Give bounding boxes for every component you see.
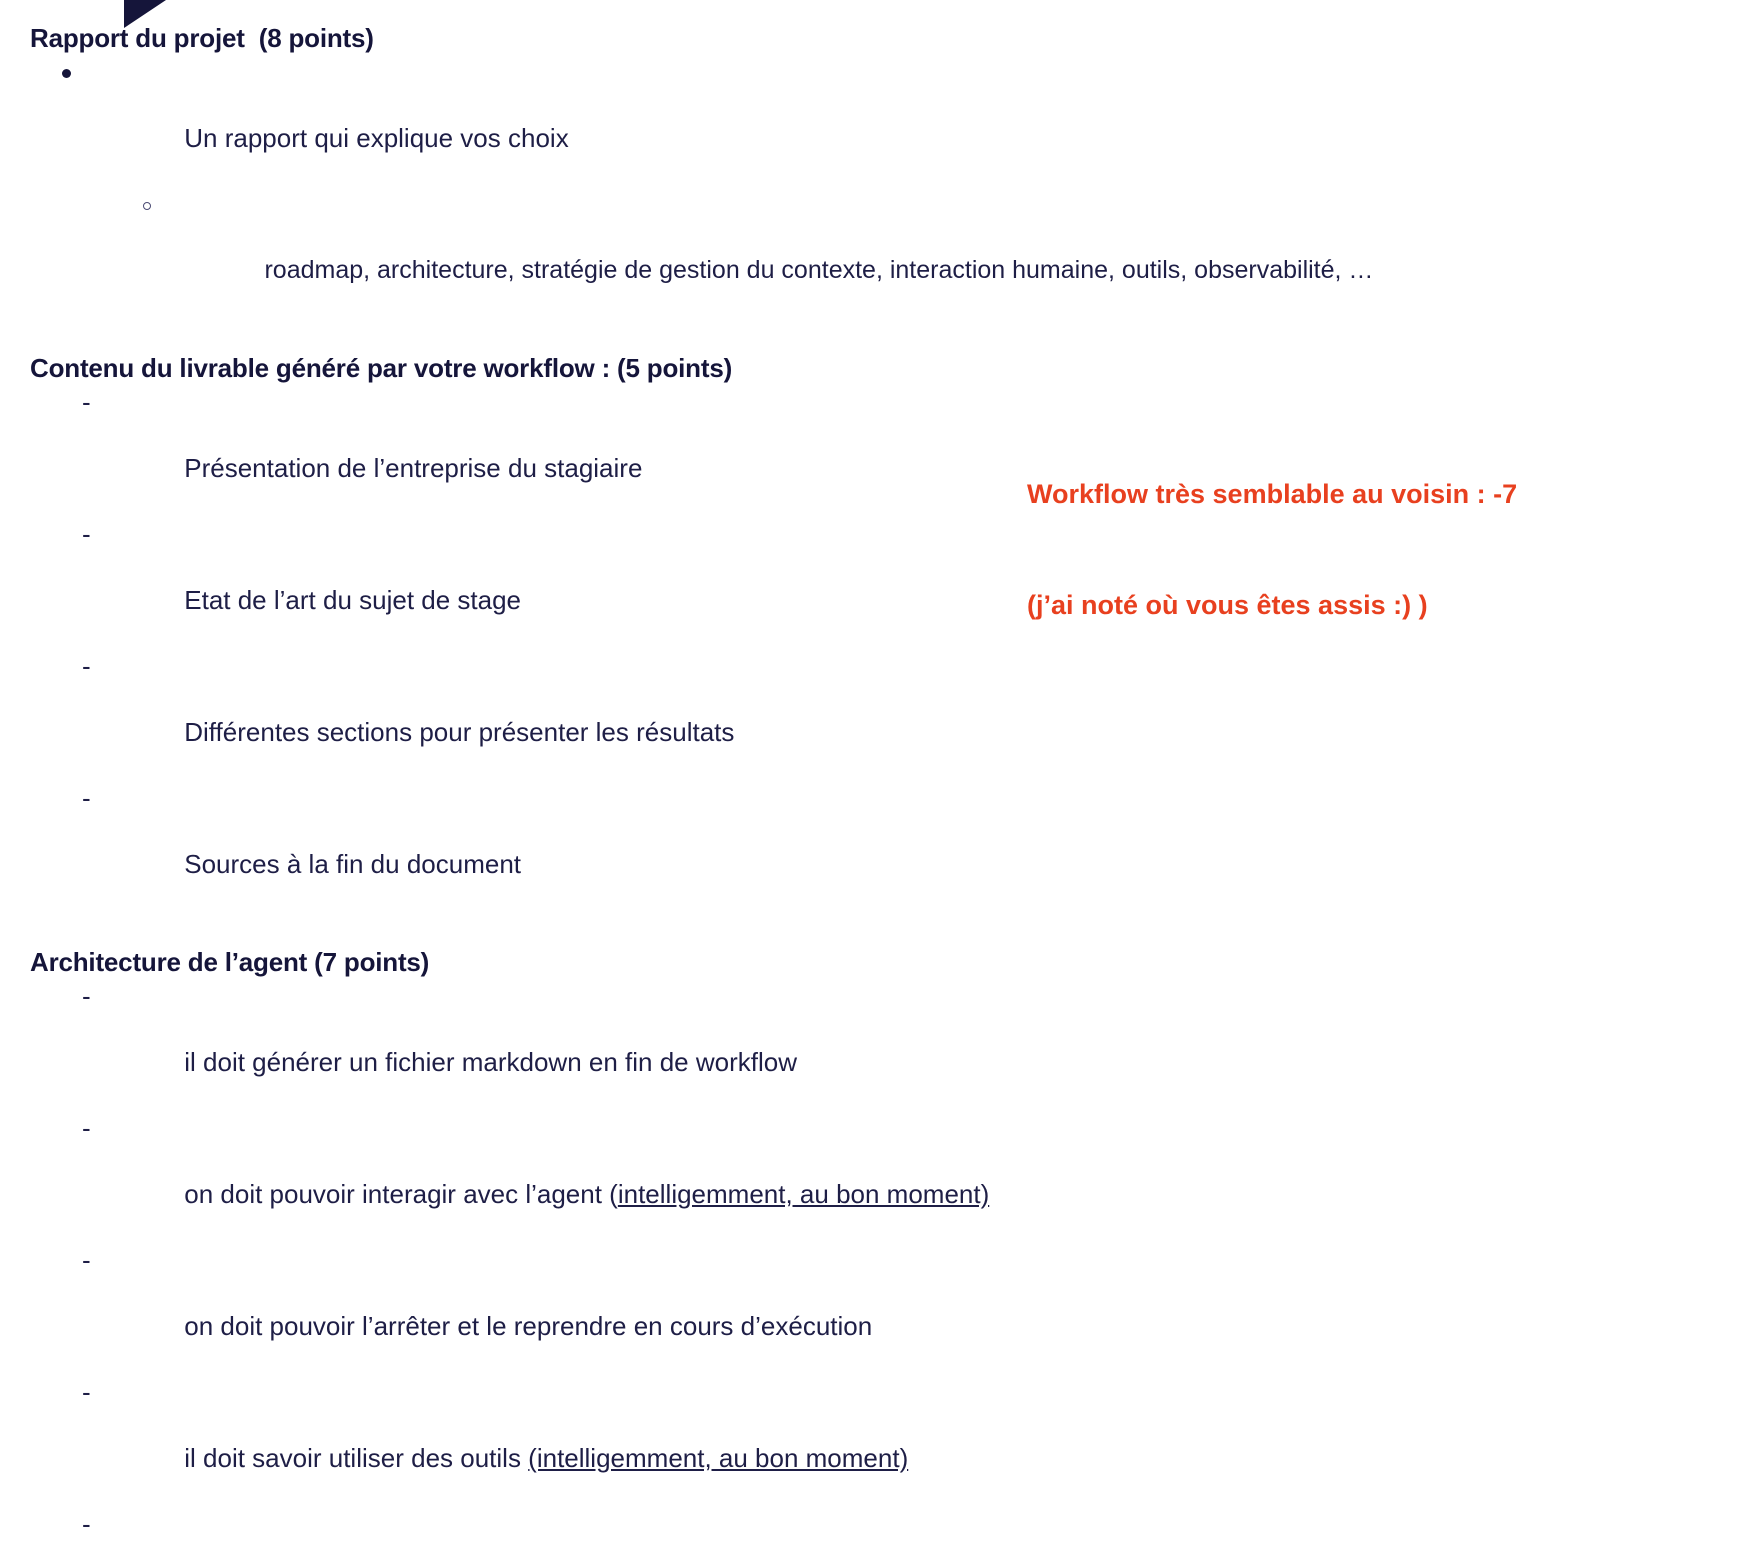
list-item-label-prefix: on doit pouvoir interagir avec l’agent ( bbox=[184, 1179, 618, 1209]
list-item: - il doit savoir utiliser des outils (in… bbox=[30, 1376, 1030, 1508]
list-item-label: Différentes sections pour présenter les … bbox=[184, 717, 735, 747]
corner-triangle-decoration bbox=[124, 0, 166, 28]
section-architecture-de-lagent: Architecture de l’agent (7 points) - il … bbox=[30, 944, 1030, 1558]
dash-marker-icon: - bbox=[82, 981, 91, 1011]
list-item: - on doit pouvoir interagir avec l’agent… bbox=[30, 1112, 1030, 1244]
list-item-label: Sources à la fin du document bbox=[184, 849, 522, 879]
list-item-label: il doit générer un fichier markdown en f… bbox=[184, 1047, 797, 1077]
section-item-list: Un rapport qui explique vos choix roadma… bbox=[30, 56, 1373, 320]
slide-canvas: Rapport du projet (8 points) Un rapport … bbox=[30, 0, 1727, 1539]
penalty-annotation: Workflow très semblable au voisin : -7 (… bbox=[1027, 402, 1727, 698]
list-item-label-underlined: (intelligemment, au bon moment) bbox=[528, 1443, 909, 1473]
dash-marker-icon: - bbox=[82, 651, 91, 681]
dash-marker-icon: - bbox=[82, 1509, 91, 1539]
section-heading: Architecture de l’agent (7 points) bbox=[30, 947, 430, 977]
list-item: - il doit bien gérer son contexte (mémoi… bbox=[30, 1508, 1030, 1558]
dash-marker-icon: - bbox=[82, 783, 91, 813]
list-item-label-prefix: il doit savoir utiliser des outils bbox=[184, 1443, 529, 1473]
list-item-label-underlined: intelligemment, au bon moment) bbox=[617, 1179, 990, 1209]
bullet-dot-icon bbox=[62, 69, 71, 78]
dash-marker-icon: - bbox=[82, 1377, 91, 1407]
list-item: - Etat de l’art du sujet de stage bbox=[30, 518, 1030, 650]
dash-marker-icon: - bbox=[82, 387, 91, 417]
list-item-label: Un rapport qui explique vos choix bbox=[184, 123, 569, 153]
section-contenu-du-livrable: Contenu du livrable généré par votre wor… bbox=[30, 350, 1030, 914]
penalty-annotation-line-1: Workflow très semblable au voisin : -7 bbox=[1027, 479, 1518, 509]
section-heading: Rapport du projet (8 points) bbox=[30, 23, 374, 53]
list-item: - Présentation de l’entreprise du stagia… bbox=[30, 386, 1030, 518]
list-item: - on doit pouvoir l’arrêter et le repren… bbox=[30, 1244, 1030, 1376]
list-item-label: Présentation de l’entreprise du stagiair… bbox=[184, 453, 643, 483]
bullet-ring-icon bbox=[143, 202, 151, 210]
list-item-label: on doit pouvoir l’arrêter et le reprendr… bbox=[184, 1311, 873, 1341]
section-rapport-du-projet: Rapport du projet (8 points) Un rapport … bbox=[30, 20, 1373, 320]
section-item-list: - Présentation de l’entreprise du stagia… bbox=[30, 386, 1030, 914]
dash-marker-icon: - bbox=[82, 1113, 91, 1143]
list-item: roadmap, architecture, stratégie de gest… bbox=[30, 188, 1373, 320]
list-item: - Différentes sections pour présenter le… bbox=[30, 650, 1030, 782]
dash-marker-icon: - bbox=[82, 1245, 91, 1275]
section-item-list: - il doit générer un fichier markdown en… bbox=[30, 980, 1030, 1558]
slide-content-column: Rapport du projet (8 points) Un rapport … bbox=[30, 20, 1373, 1558]
list-item: Un rapport qui explique vos choix bbox=[30, 56, 1030, 188]
section-heading: Contenu du livrable généré par votre wor… bbox=[30, 353, 733, 383]
list-item-label: roadmap, architecture, stratégie de gest… bbox=[264, 256, 1374, 284]
list-item-label: Etat de l’art du sujet de stage bbox=[184, 585, 522, 615]
list-item: - Sources à la fin du document bbox=[30, 782, 1030, 914]
penalty-annotation-line-2: (j’ai noté où vous êtes assis :) ) bbox=[1027, 590, 1428, 620]
dash-marker-icon: - bbox=[82, 519, 91, 549]
list-item: - il doit générer un fichier markdown en… bbox=[30, 980, 1030, 1112]
